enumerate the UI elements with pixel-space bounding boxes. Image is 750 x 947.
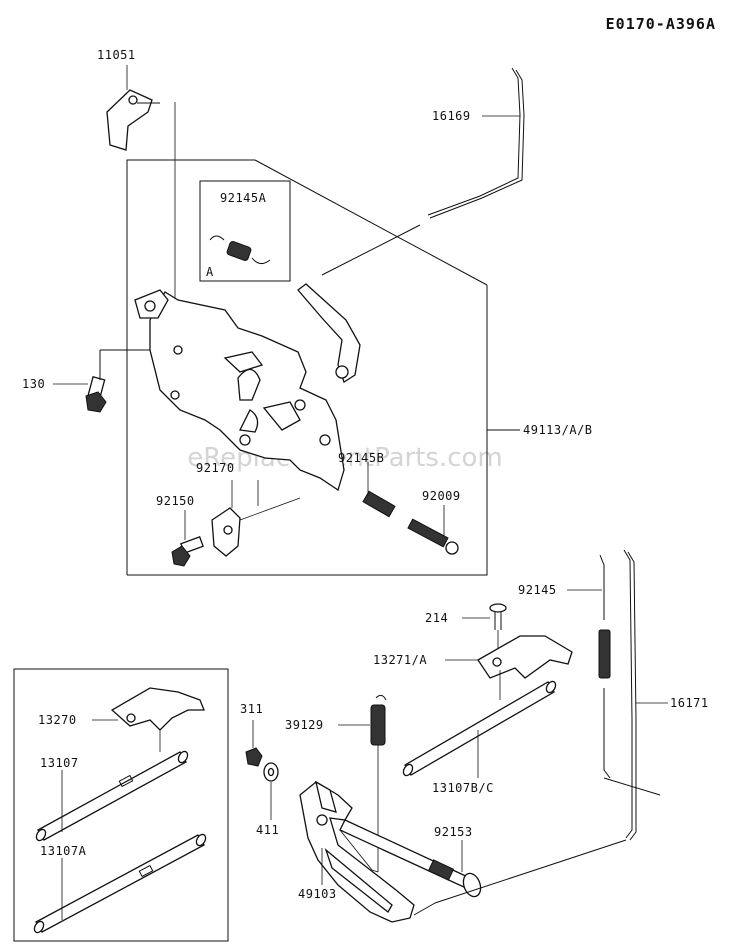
clip-92170 — [211, 480, 301, 557]
label-92150: 92150 — [156, 494, 195, 508]
rod-16169 — [427, 67, 525, 219]
rod-92145 — [598, 554, 611, 779]
bolt-92150 — [171, 510, 204, 567]
label-92145: 92145 — [518, 583, 557, 597]
label-130: 130 — [22, 377, 45, 391]
bolt-130 — [85, 349, 150, 413]
label-13271: 13271/A — [373, 653, 427, 667]
shaft-13107BC — [402, 680, 557, 778]
rod-16171 — [623, 549, 637, 841]
bracket-11051 — [106, 89, 160, 151]
spring-92145A — [209, 235, 271, 264]
label-16171: 16171 — [670, 696, 709, 710]
inset-a-frame — [199, 180, 291, 282]
label-13270: 13270 — [38, 713, 77, 727]
diagram-code: E0170-A396A — [606, 15, 716, 33]
lever-49103 — [299, 780, 415, 923]
spring-39129 — [370, 694, 387, 872]
label-49113: 49113/A/B — [523, 423, 593, 437]
washer-411 — [263, 762, 279, 820]
pin-92153 — [339, 819, 482, 898]
label-92145B: 92145B — [338, 451, 384, 465]
inset-a: A — [199, 180, 291, 282]
label-92145A: 92145A — [220, 191, 267, 205]
screw-214 — [489, 603, 507, 660]
lower-outline — [413, 777, 661, 916]
label-92170: 92170 — [196, 461, 235, 475]
upper-assembly-outline — [126, 159, 520, 576]
control-plate — [134, 283, 361, 492]
left-inset — [13, 668, 229, 942]
label-49103: 49103 — [298, 887, 337, 901]
label-13107A: 13107A — [40, 844, 87, 858]
pin-92009 — [407, 505, 459, 555]
label-92009: 92009 — [422, 489, 461, 503]
label-411: 411 — [256, 823, 279, 837]
label-214: 214 — [425, 611, 448, 625]
label-92153: 92153 — [434, 825, 473, 839]
label-13107: 13107 — [40, 756, 79, 770]
label-39129: 39129 — [285, 718, 324, 732]
leader-link-392 — [339, 829, 379, 873]
label-311: 311 — [240, 702, 263, 716]
left-inset-frame — [13, 668, 229, 942]
label-16169: 16169 — [432, 109, 471, 123]
spring-92145B — [362, 462, 396, 518]
label-13107BC: 13107B/C — [432, 781, 494, 795]
inset-a-letter: A — [206, 265, 214, 279]
plate-13271 — [477, 635, 573, 700]
plate-13270 — [110, 687, 205, 731]
nut-311 — [245, 720, 263, 767]
label-11051: 11051 — [97, 48, 136, 62]
